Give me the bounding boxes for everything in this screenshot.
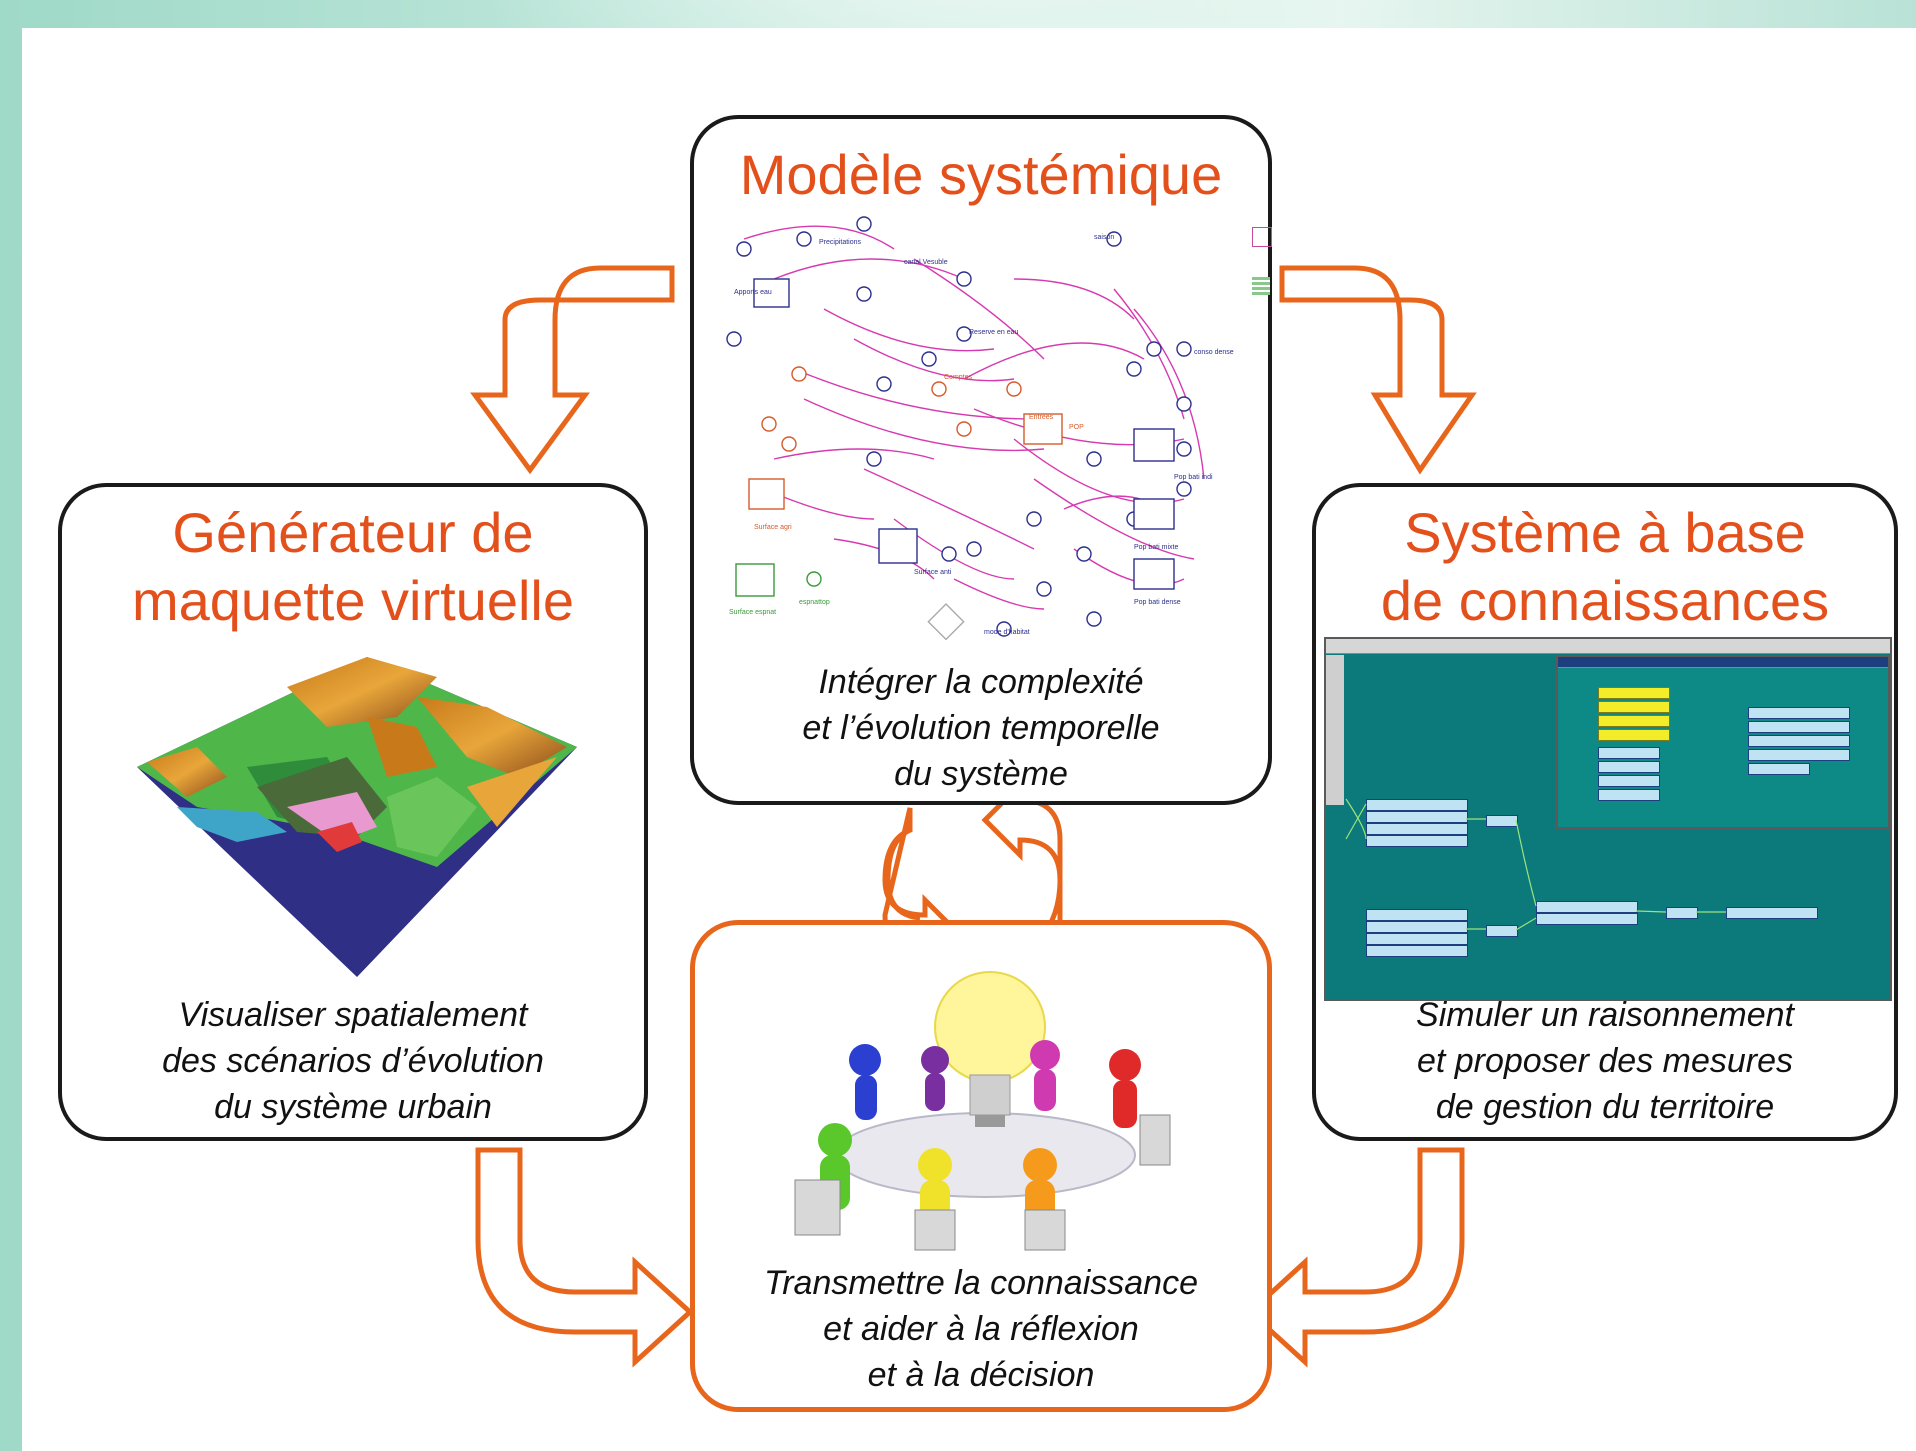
knowledge-based-system-title: Système à base de connaissances (1316, 499, 1894, 635)
caption-line: Intégrer la complexité (818, 663, 1144, 701)
knowledge-based-system-caption: Simuler un raisonnement et proposer des … (1316, 992, 1894, 1130)
svg-text:canal Vesuble: canal Vesuble (904, 259, 948, 266)
svg-text:Surface agri: Surface agri (754, 524, 792, 531)
svg-text:Precipitations: Precipitations (819, 239, 862, 246)
title-line: Système à base (1404, 501, 1806, 564)
table-icon[interactable] (1252, 277, 1270, 295)
object-network-subwindow (1556, 655, 1890, 829)
svg-text:Comptes: Comptes (944, 374, 973, 381)
svg-text:POP: POP (1069, 424, 1084, 431)
svg-text:saison: saison (1094, 234, 1114, 241)
caption-line: des scénarios d’évolution (162, 1042, 544, 1080)
caption-line: et proposer des mesures (1416, 1042, 1794, 1080)
window-toolbar (1326, 655, 1344, 805)
svg-text:Entrees: Entrees (1029, 414, 1054, 421)
svg-text:conso dense: conso dense (1194, 349, 1234, 356)
systemic-model-title: Modèle systémique (739, 143, 1223, 206)
title-line: Générateur de (172, 501, 534, 564)
knowledge-transfer-box: Transmettre la connaissance et aider à l… (690, 920, 1272, 1412)
knowledge-transfer-caption: Transmettre la connaissance et aider à l… (695, 1260, 1267, 1398)
rule-links (1345, 798, 1726, 931)
svg-text:Pop bati indi: Pop bati indi (1174, 474, 1213, 481)
title-line: maquette virtuelle (131, 569, 574, 632)
caption-line: du système (894, 755, 1068, 793)
subwindow-title-bar (1558, 657, 1888, 668)
svg-text:mode d'habitat: mode d'habitat (984, 629, 1030, 636)
rule-network-window (1324, 637, 1892, 1001)
systemic-model-box: Modèle systémique (690, 115, 1272, 805)
knowledge-based-system-box: Système à base de connaissances (1312, 483, 1898, 1141)
caption-line: Visualiser spatialement (178, 996, 528, 1034)
caption-line: et aider à la réflexion (823, 1310, 1139, 1348)
caption-line: Simuler un raisonnement (1416, 996, 1794, 1034)
svg-text:Surface espnat: Surface espnat (729, 609, 776, 616)
terrain-3d-map (137, 657, 577, 977)
window-menu-bar (1326, 639, 1890, 654)
caption-line: et à la décision (867, 1356, 1095, 1394)
svg-text:espnattop: espnattop (799, 599, 830, 606)
title-line: de connaissances (1380, 569, 1830, 632)
caption-line: du système urbain (214, 1088, 492, 1126)
virtual-model-generator-box: Générateur de maquette virtuelle Visuali… (58, 483, 648, 1141)
svg-text:Pop bati mixte: Pop bati mixte (1134, 544, 1178, 551)
stella-model-diagram: Precipitations canal Vesuble Reserve en e… (726, 216, 1234, 641)
systemic-model-caption: Intégrer la complexité et l’évolution te… (694, 659, 1268, 797)
svg-text:Surface anti: Surface anti (914, 569, 952, 576)
svg-text:Apports eau: Apports eau (734, 289, 772, 296)
caption-line: Transmettre la connaissance (763, 1264, 1198, 1302)
graph-icon[interactable] (1252, 227, 1272, 247)
caption-line: et l’évolution temporelle (802, 709, 1160, 747)
caption-line: de gestion du territoire (1435, 1088, 1775, 1126)
virtual-model-generator-title: Générateur de maquette virtuelle (62, 499, 644, 635)
svg-text:Pop bati dense: Pop bati dense (1134, 599, 1181, 606)
virtual-model-generator-caption: Visualiser spatialement des scénarios d’… (62, 992, 644, 1130)
meeting-illustration (794, 971, 1171, 1251)
svg-text:Reserve en eau: Reserve en eau (969, 329, 1019, 336)
